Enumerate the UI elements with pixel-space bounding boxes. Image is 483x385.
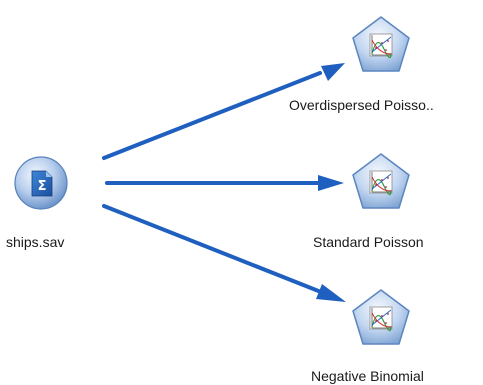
source-node-ships-sav[interactable]: Σ	[14, 156, 68, 210]
genlin-model-icon	[352, 16, 410, 72]
model-node-overdispersed-poisson[interactable]	[352, 16, 410, 72]
arrowhead-icon	[316, 284, 346, 302]
model-node-negative-binomial[interactable]	[352, 289, 410, 345]
svg-text:Σ: Σ	[38, 179, 47, 194]
connector-to-negative-binomial[interactable]	[102, 204, 346, 302]
model-node-label-overdispersed-poisson: Overdispersed Poisso..	[289, 97, 434, 113]
arrowhead-icon	[321, 63, 345, 81]
model-node-label-standard-poisson: Standard Poisson	[313, 234, 424, 250]
statistics-file-icon: Σ	[31, 170, 53, 197]
genlin-model-icon	[352, 289, 410, 345]
model-node-label-negative-binomial: Negative Binomial	[311, 368, 424, 384]
source-node-label: ships.sav	[6, 234, 65, 250]
connector-to-overdispersed-poisson[interactable]	[102, 63, 345, 160]
arrowhead-icon	[318, 175, 344, 191]
connector-to-standard-poisson[interactable]	[105, 175, 344, 191]
model-node-standard-poisson[interactable]	[352, 153, 410, 209]
genlin-model-icon	[352, 153, 410, 209]
